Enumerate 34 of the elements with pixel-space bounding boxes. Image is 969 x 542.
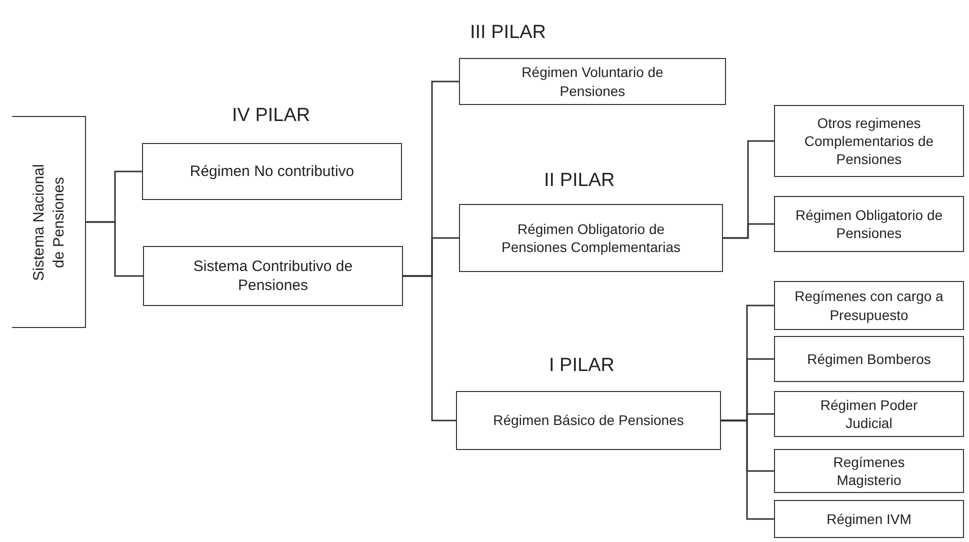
box-label: Régimen No contributivo [190, 162, 354, 182]
box-label: Régimen Bomberos [807, 350, 931, 368]
box-label: Regímenes con cargo a Presupuesto [794, 287, 944, 324]
box-label: Régimen IVM [826, 510, 912, 528]
box-label: Sistema Nacional de Pensiones [29, 162, 68, 282]
pillar-heading: III PILAR [470, 22, 546, 44]
box-label: Régimen Poder Judicial [819, 396, 919, 432]
box-label: Régimen Voluntario de Pensiones [520, 63, 664, 100]
box-label: Otros regimenes Complementarios de Pensiones [803, 114, 935, 168]
org-box [459, 58, 726, 105]
box-label: Régimen Básico de Pensiones [493, 411, 684, 430]
org-box [456, 391, 721, 450]
connector-line [403, 275, 456, 422]
pillar-heading: II PILAR [544, 170, 615, 192]
org-box [774, 500, 964, 538]
org-box [774, 281, 964, 330]
pillar-heading: IV PILAR [232, 105, 310, 127]
org-box [459, 204, 723, 272]
connector-line [721, 420, 774, 520]
box-label: Régimen Obligatorio de Pensiones Complementarias [500, 220, 682, 256]
org-box [142, 143, 402, 200]
box-label: Régimen Obligatorio de Pensiones [794, 206, 944, 242]
org-box [774, 391, 964, 437]
org-box [774, 336, 964, 382]
connector-line [723, 223, 774, 239]
org-box [774, 105, 964, 177]
org-box [774, 196, 964, 252]
connector-line [86, 221, 143, 277]
org-box [143, 246, 403, 306]
box-label: Sistema Contributivo de Pensiones [192, 256, 354, 296]
org-box [12, 116, 86, 328]
box-label: Regímenes Magisterio [832, 452, 906, 490]
pillar-heading: I PILAR [549, 355, 614, 377]
org-box [774, 449, 964, 493]
